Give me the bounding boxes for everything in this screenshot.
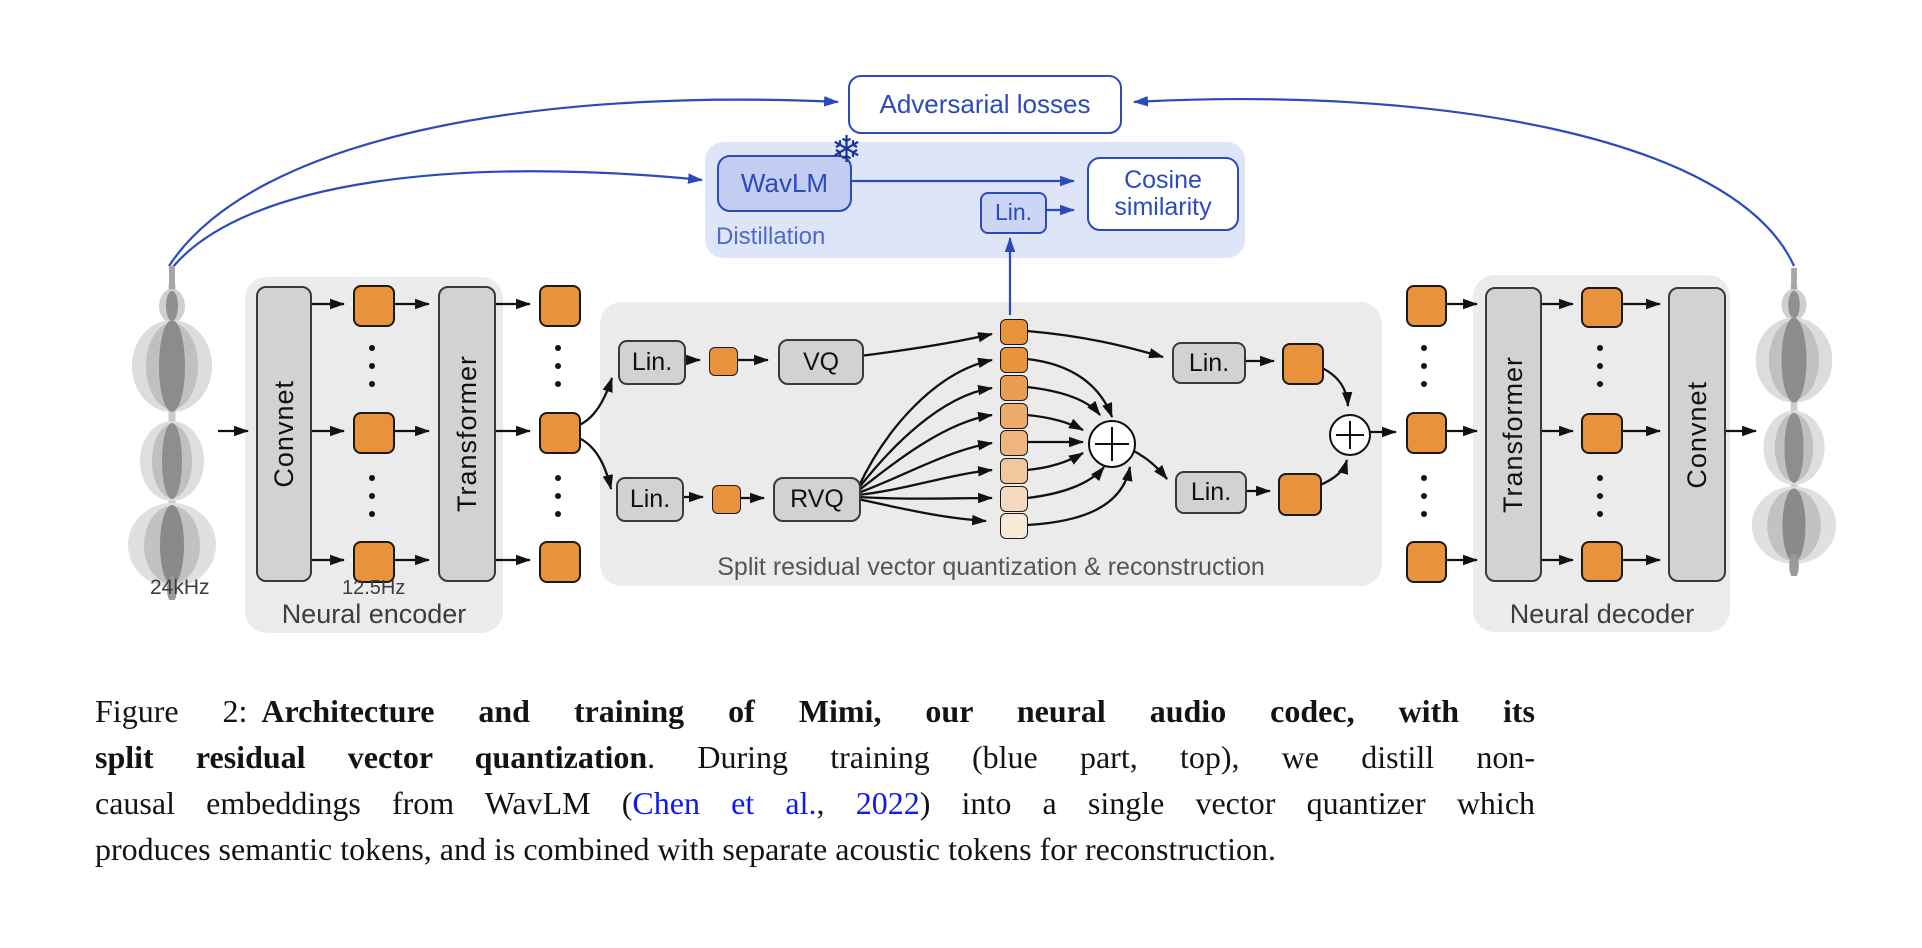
- distillation-label: Distillation: [716, 223, 826, 250]
- quantized-token-2: [1000, 347, 1028, 373]
- quantized-token-3: [1000, 375, 1028, 401]
- latent-token: [353, 541, 395, 583]
- figure-diagram: Adversarial losses WavLM ❄ Distillation …: [128, 75, 1837, 633]
- ellipsis-dots: [555, 475, 561, 517]
- vq-label: VQ: [802, 347, 840, 376]
- caption-line: split residual vector quantization. Duri…: [95, 739, 1536, 775]
- split-rvq-container: [600, 302, 1382, 586]
- ellipsis-dots: [1421, 475, 1427, 517]
- sample-rate-label: 24kHz: [150, 576, 210, 599]
- split-rvq-label: Split residual vector quantization & rec…: [717, 553, 1265, 581]
- citation-link-chen[interactable]: Chen et al.: [632, 785, 817, 821]
- rvq-box: RVQ: [773, 477, 861, 522]
- decoder-transformer-label: Transformer: [1498, 355, 1528, 514]
- lin-out-bottom-box: Lin.: [1175, 471, 1247, 514]
- acoustic-embedding-token: [1278, 473, 1322, 516]
- adversarial-losses-box: Adversarial losses: [848, 75, 1122, 134]
- latent-token: [539, 285, 581, 327]
- lin-out-bottom-label: Lin.: [1190, 478, 1232, 506]
- lin-acoustic-label: Lin.: [629, 485, 671, 513]
- input-waveform: [128, 266, 216, 600]
- figure-caption: Figure 2:Architecture and training of Mi…: [95, 688, 1535, 872]
- acoustic-latent-square: [712, 485, 741, 514]
- frame-rate-label: 12.5Hz: [342, 577, 406, 599]
- latent-token: [539, 541, 581, 583]
- wavlm-label: WavLM: [740, 168, 829, 199]
- output-waveform: [1751, 267, 1837, 576]
- lin-out-top-label: Lin.: [1188, 348, 1230, 377]
- semantic-embedding-token: [1282, 343, 1324, 385]
- quantized-token-1: [1000, 319, 1028, 345]
- latent-token: [1406, 541, 1447, 583]
- ellipsis-dots: [369, 345, 375, 387]
- quantized-token-8: [1000, 513, 1028, 539]
- ellipsis-dots: [1421, 345, 1427, 387]
- latent-token: [1581, 541, 1623, 582]
- quantized-token-5: [1000, 430, 1028, 456]
- caption-line: produces semantic tokens, and is combine…: [95, 831, 1276, 867]
- snowflake-icon: ❄: [831, 129, 863, 170]
- latent-token: [539, 412, 581, 454]
- encoder-transformer-label: Transformer: [451, 355, 482, 513]
- ellipsis-dots: [369, 475, 375, 517]
- lin-semantic-box: Lin.: [618, 340, 686, 385]
- neural-encoder-label: Neural encoder: [281, 599, 467, 629]
- ellipsis-dots: [555, 345, 561, 387]
- caption-line: causal embeddings from WavLM (Chen et al…: [95, 785, 1536, 821]
- ellipsis-dots: [1597, 345, 1603, 387]
- latent-token: [1406, 412, 1447, 454]
- latent-token: [353, 412, 395, 454]
- decoder-convnet-label: Convnet: [1681, 380, 1712, 489]
- lin-out-top-box: Lin.: [1172, 342, 1246, 384]
- quantized-token-6: [1000, 458, 1028, 484]
- encoder-convnet-box: Convnet: [256, 286, 312, 582]
- sum-circle-2: [1329, 414, 1371, 456]
- sum-circle: [1088, 420, 1136, 468]
- latent-token: [1581, 287, 1623, 328]
- distillation-lin-box: Lin.: [980, 192, 1047, 234]
- lin-acoustic-box: Lin.: [616, 477, 684, 522]
- citation-link-2022[interactable]: 2022: [855, 785, 920, 821]
- quantized-token-7: [1000, 486, 1028, 512]
- decoder-transformer-box: Transformer: [1485, 287, 1542, 582]
- quantized-token-4: [1000, 403, 1028, 429]
- figure-number-label: Figure 2:: [95, 693, 248, 729]
- adversarial-losses-label: Adversarial losses: [879, 89, 1091, 120]
- caption-line: Figure 2:Architecture and training of Mi…: [95, 693, 1536, 729]
- encoder-convnet-label: Convnet: [268, 380, 299, 488]
- latent-token: [1406, 285, 1447, 327]
- decoder-convnet-box: Convnet: [1668, 287, 1726, 582]
- semantic-latent-square: [709, 347, 738, 376]
- latent-token: [1581, 413, 1623, 454]
- cosine-similarity-box: Cosine similarity: [1087, 157, 1239, 231]
- latent-token: [353, 285, 395, 327]
- encoder-transformer-box: Transformer: [438, 286, 496, 582]
- rvq-label: RVQ: [790, 485, 844, 513]
- cosine-similarity-label: Cosine similarity: [1114, 165, 1212, 221]
- neural-decoder-label: Neural decoder: [1509, 599, 1695, 629]
- lin-semantic-label: Lin.: [631, 348, 673, 376]
- distillation-lin-label: Lin.: [994, 199, 1033, 226]
- vq-box: VQ: [778, 339, 864, 385]
- ellipsis-dots: [1597, 475, 1603, 517]
